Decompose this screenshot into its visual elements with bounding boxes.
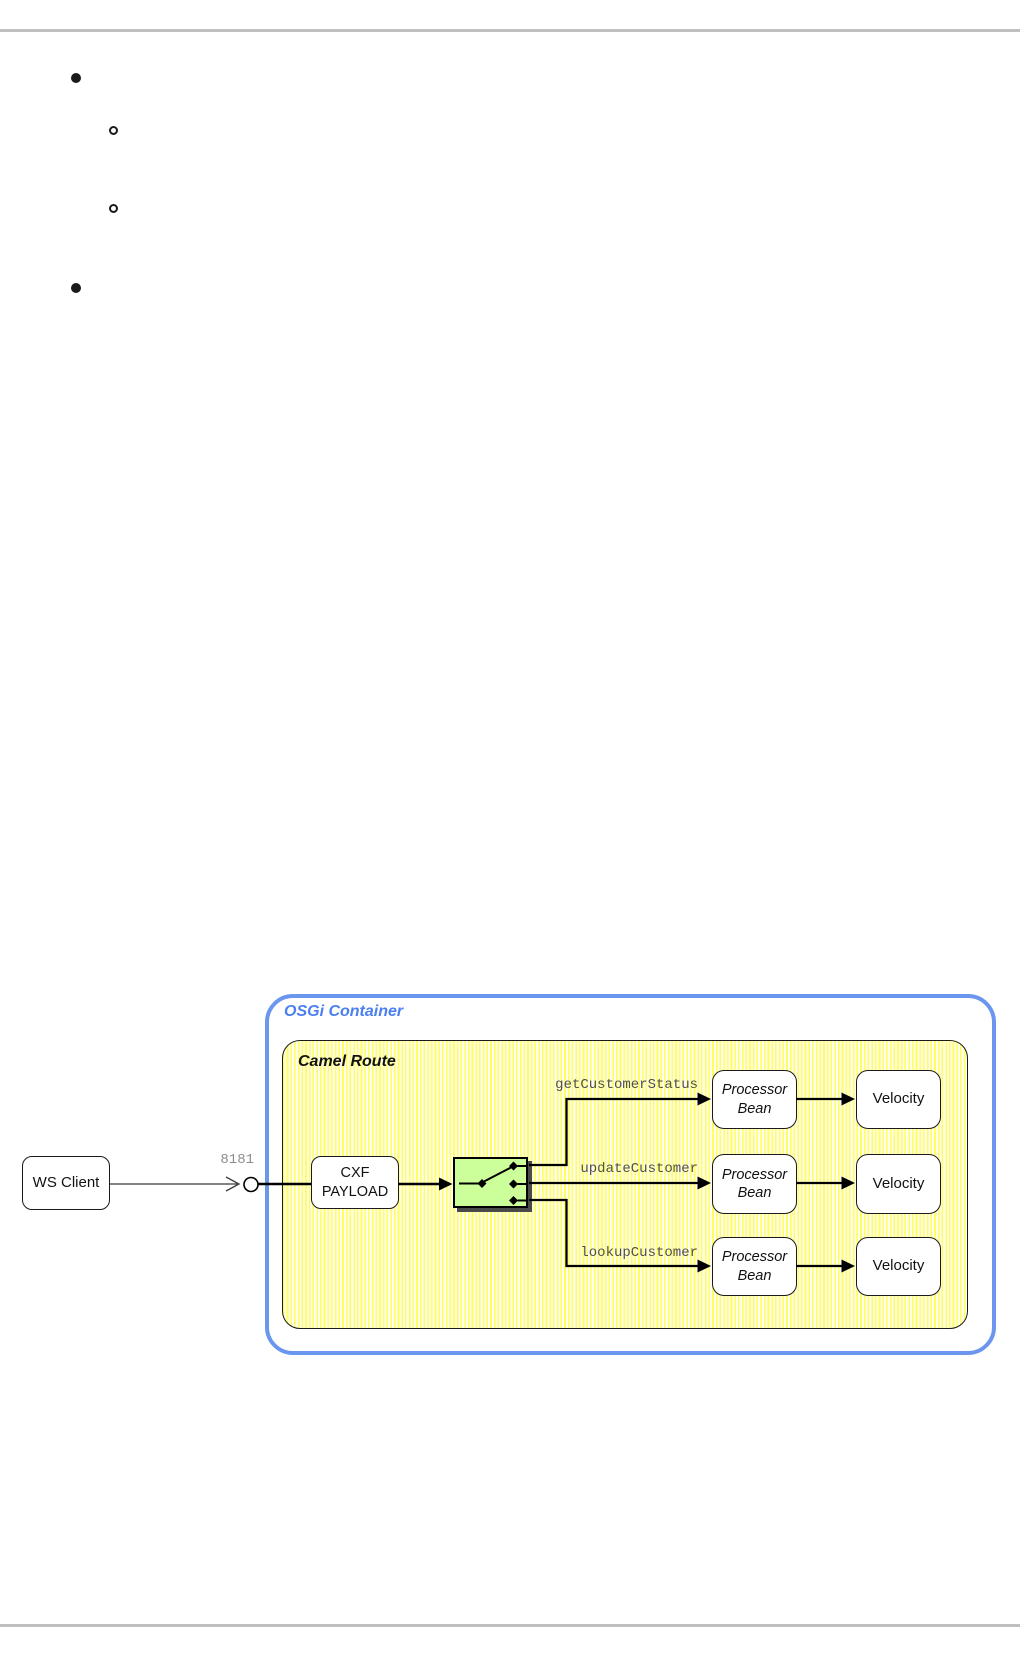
branch-label-getCustomerStatus: getCustomerStatus: [555, 1077, 698, 1093]
velocity-box-1: Velocity: [856, 1070, 941, 1129]
branch-label-lookupCustomer: lookupCustomer: [580, 1245, 698, 1261]
bottom-horizontal-rule: [0, 1624, 1020, 1627]
processor-bean-box-1: Processor Bean: [712, 1070, 797, 1129]
processor-bean-box-2: Processor Bean: [712, 1154, 797, 1214]
top-horizontal-rule: [0, 29, 1020, 32]
port-circle: [243, 1176, 259, 1193]
bullet-hollow-1: [109, 126, 118, 135]
bullet-hollow-2: [109, 204, 118, 213]
processor-bean-box-3: Processor Bean: [712, 1237, 797, 1296]
bullet-filled-2: [71, 283, 81, 293]
osgi-container-label: OSGi Container: [284, 1003, 404, 1020]
port-label: 8181: [220, 1152, 254, 1168]
velocity-box-2: Velocity: [856, 1154, 941, 1214]
branch-label-updateCustomer: updateCustomer: [580, 1161, 698, 1177]
camel-route-label: Camel Route: [298, 1053, 396, 1070]
ws-client-arrow: [110, 1176, 241, 1192]
cxf-payload-box: CXF PAYLOAD: [311, 1156, 399, 1209]
velocity-box-3: Velocity: [856, 1237, 941, 1296]
bullet-filled-1: [71, 73, 81, 83]
ws-client-box: WS Client: [22, 1156, 110, 1210]
